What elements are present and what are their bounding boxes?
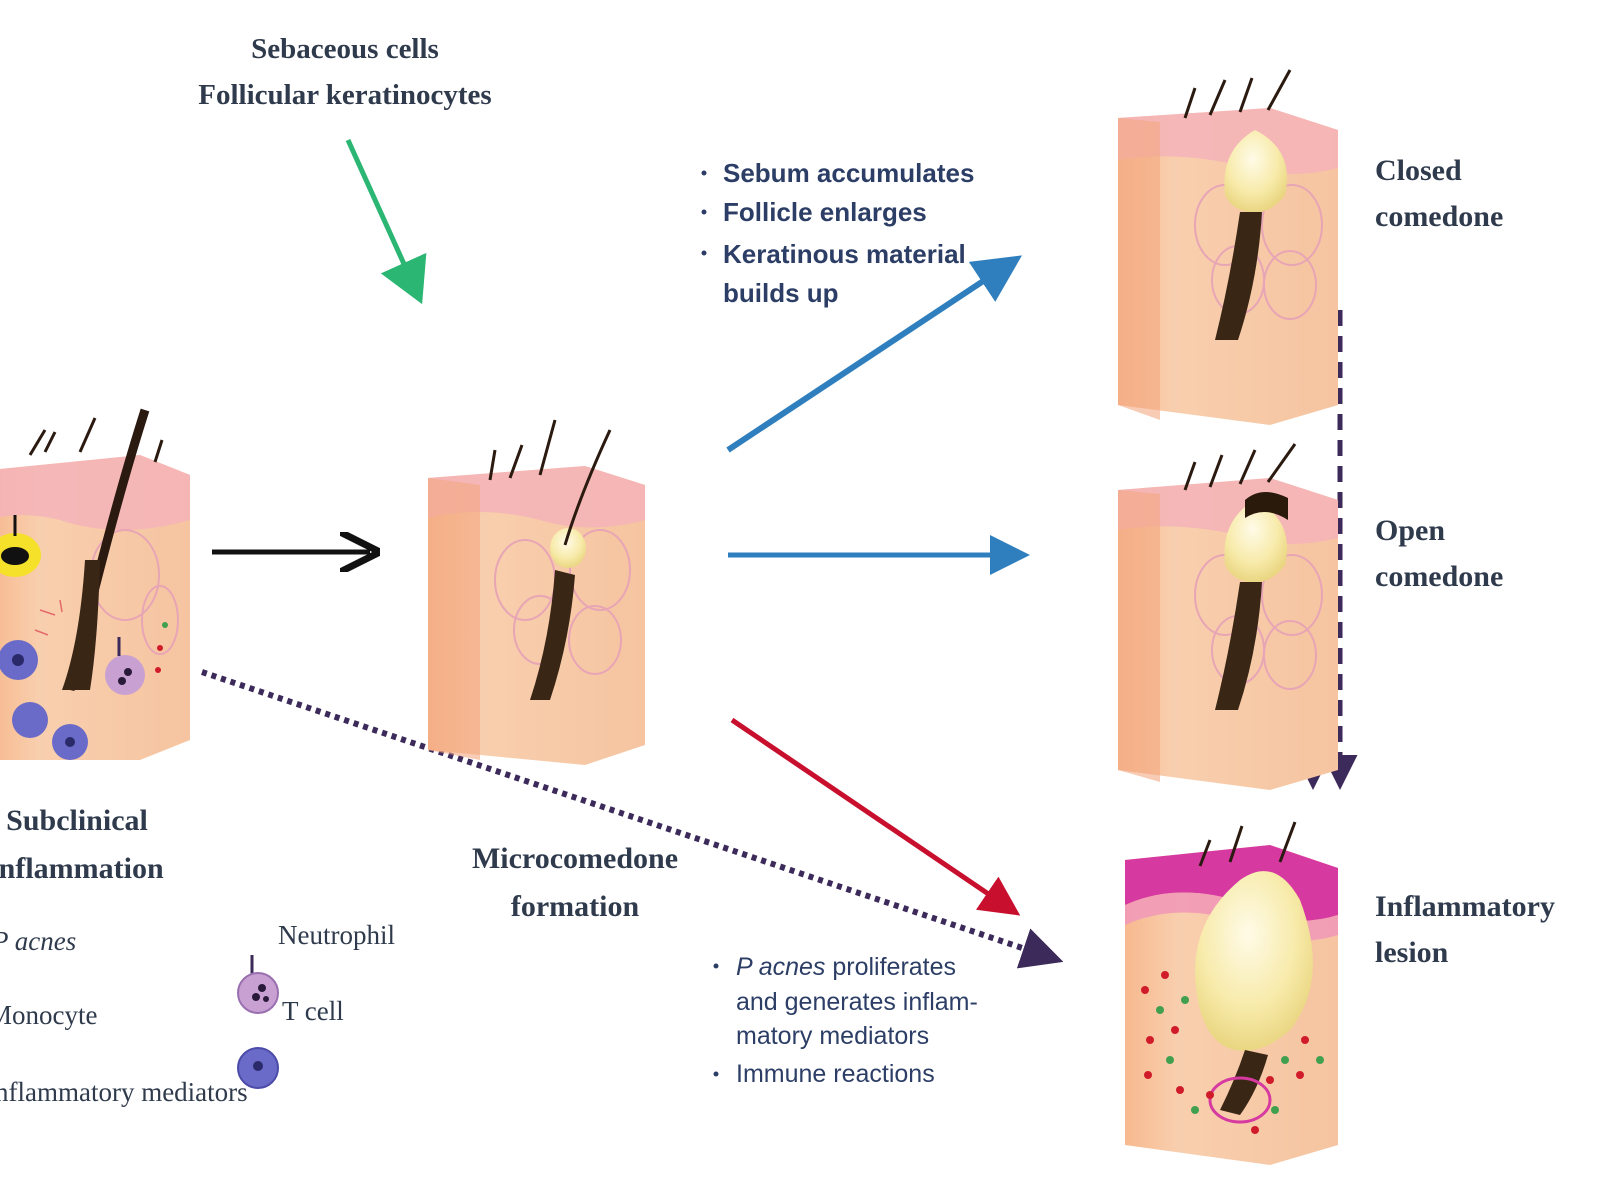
- label-closed: Closed comedone: [1375, 154, 1503, 233]
- microcomedone-line1: Microcomedone: [472, 842, 678, 875]
- top-label-line1: Sebaceous cells: [251, 33, 439, 65]
- label-subclinical: Subclinical inflammation: [0, 804, 164, 885]
- proliferates-text: proliferates: [825, 953, 956, 981]
- legend-mediators: Inflammatory mediators: [0, 1077, 248, 1107]
- bullet-sebum: Sebum accumulates: [723, 158, 974, 188]
- skin-block-open: [1118, 443, 1338, 790]
- red-bullets: P acnes proliferates and generates infla…: [713, 953, 978, 1088]
- subclinical-line1: Subclinical: [6, 804, 148, 837]
- label-microcomedone: Microcomedone formation: [472, 842, 678, 923]
- microcomedone-line2: formation: [511, 890, 640, 923]
- top-label-line2: Follicular keratinocytes: [198, 79, 491, 111]
- closed-line2: comedone: [1375, 200, 1503, 233]
- inflammatory-line2: lesion: [1375, 936, 1449, 969]
- green-arrow: [345, 138, 427, 305]
- label-open: Open comedone: [1375, 514, 1503, 593]
- blue-bullets: Sebum accumulates Follicle enlarges Kera…: [701, 158, 974, 308]
- bullet-dot: [713, 963, 719, 969]
- neutrophil-icon: [237, 955, 279, 1014]
- bullet-follicle: Follicle enlarges: [723, 197, 927, 227]
- red-arrow: [730, 717, 1021, 916]
- bullet-keratinous: Keratinous material: [723, 239, 966, 269]
- bullet-dot: [701, 250, 707, 256]
- red-bullet-immune: Immune reactions: [736, 1060, 935, 1088]
- closed-line1: Closed: [1375, 154, 1462, 187]
- legend: P acnes Monocyte Inflammatory mediators …: [0, 920, 395, 1107]
- top-label: Sebaceous cells Follicular keratinocytes: [198, 33, 491, 111]
- bullet-dot: [701, 209, 707, 215]
- skin-block-inflammatory: [1125, 821, 1338, 1165]
- skin-block-subclinical: [0, 408, 190, 760]
- pacnes-italic: P acnes: [736, 953, 825, 981]
- bullet-dot: [701, 170, 707, 176]
- open-line2: comedone: [1375, 560, 1503, 593]
- tcell-icon: [237, 1047, 279, 1089]
- skin-block-microcomedone: [428, 419, 645, 765]
- legend-tcell: T cell: [282, 996, 344, 1026]
- red-bullet-line3: matory mediators: [736, 1022, 929, 1050]
- blue-arrow-up: [726, 255, 1023, 453]
- legend-neutrophil: Neutrophil: [278, 920, 395, 950]
- legend-monocyte: Monocyte: [0, 1000, 97, 1030]
- legend-pacnes: P acnes: [0, 926, 76, 956]
- open-line1: Open: [1375, 514, 1445, 547]
- skin-block-closed: [1118, 69, 1338, 425]
- label-inflammatory: Inflammatory lesion: [1375, 890, 1555, 969]
- svg-text:P acnes proliferates: P acnes proliferates: [736, 953, 956, 981]
- subclinical-line2: inflammation: [0, 852, 164, 885]
- mediator-dots: [1141, 971, 1324, 1134]
- red-bullet-line2: and generates inflam-: [736, 988, 978, 1016]
- bullet-keratinous-cont: builds up: [723, 278, 839, 308]
- inflammatory-line1: Inflammatory: [1375, 890, 1555, 923]
- bullet-dot: [713, 1071, 719, 1077]
